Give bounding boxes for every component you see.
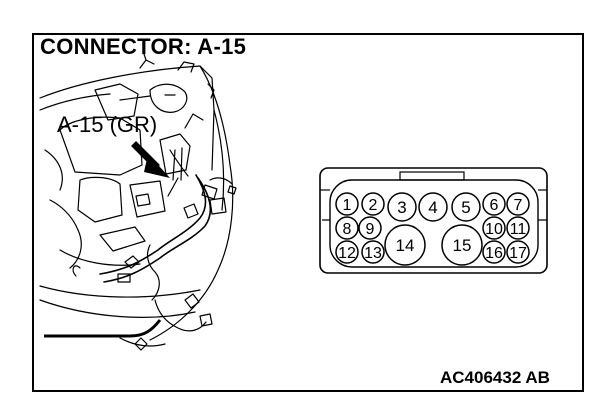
pin-17-label: 17 [509,245,527,262]
pointer-arrow [131,141,170,178]
connector-callout-label: A-15 (GR) [57,112,158,137]
pin-6-label: 6 [490,197,499,214]
pin-2-label: 2 [369,197,378,214]
pin-15-label: 15 [453,236,472,255]
pin-17-cavity [506,240,530,264]
pin-7-cavity [506,192,530,216]
pin-4-label: 4 [428,198,437,217]
pin-13-label: 13 [364,245,382,262]
pin-1-cavity [335,192,359,216]
pin-9-cavity [358,216,382,240]
pin-3-cavity [387,192,417,222]
pin-16-cavity [482,240,506,264]
ground-harness [44,319,162,338]
pin-12-cavity [335,240,359,264]
pin-1-label: 1 [343,197,352,214]
pin-4-cavity [418,192,448,222]
pin-9-label: 9 [366,221,375,238]
engine-bay-illustration [39,53,237,351]
pin-14-cavity [384,224,426,266]
pin-10-label: 10 [485,221,503,238]
diagram-title: CONNECTOR: A-15 [40,34,247,59]
pin-5-cavity [451,192,481,222]
figure-id: AC406432 AB [440,368,550,387]
pin-10-cavity [482,216,506,240]
pin-13-cavity [361,240,385,264]
pin-14-label: 14 [396,236,415,255]
pin-6-cavity [482,192,506,216]
figure-border [32,33,584,392]
pin-11-label: 11 [510,221,527,238]
pin-15-cavity [441,224,483,266]
pin-8-label: 8 [343,221,352,238]
pin-2-cavity [361,192,385,216]
pin-11-cavity [506,216,530,240]
pin-12-label: 12 [338,245,356,262]
pin-16-label: 16 [485,245,503,262]
pin-3-label: 3 [397,198,406,217]
pin-8-cavity [335,216,359,240]
pin-7-label: 7 [514,197,523,214]
pin-5-label: 5 [461,198,470,217]
connector-face [319,167,548,274]
